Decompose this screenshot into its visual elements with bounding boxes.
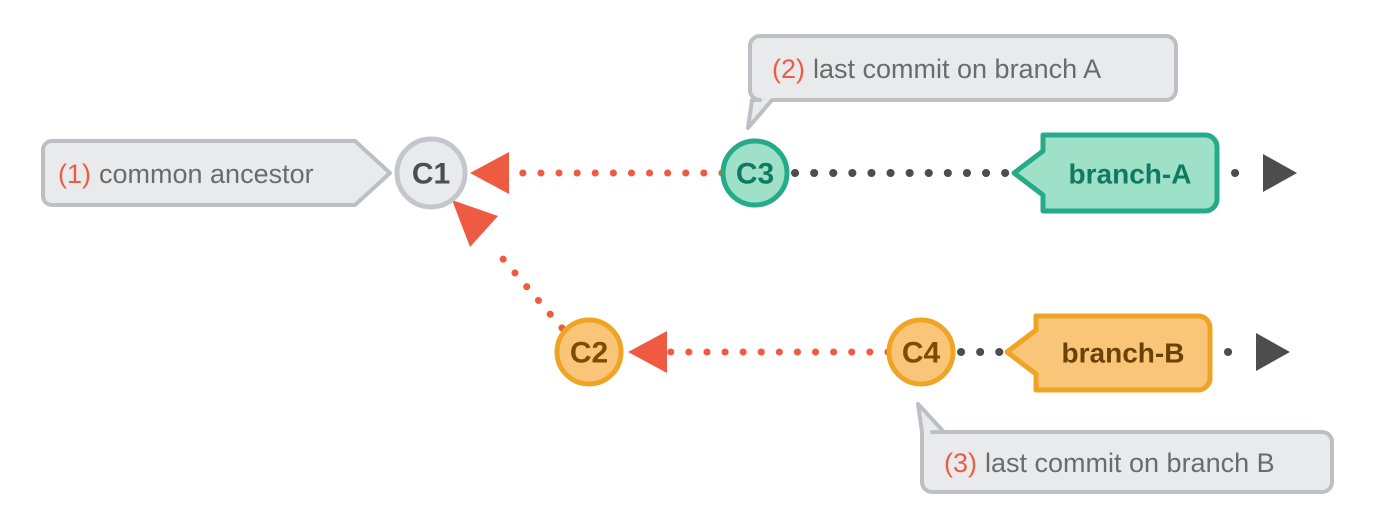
callout-bubble-1 [41,139,392,207]
edge-c3-to-c1-arrowhead [470,152,509,194]
branch-tag-b-shape [1004,313,1213,393]
callout-bubble-2 [746,34,1178,130]
commit-node-c1[interactable]: C1 [394,136,468,210]
edge-branch-a-continues [1231,154,1297,192]
branch-tag-a-shape [1011,132,1220,214]
commit-c3-label: C3 [736,158,774,191]
commit-node-c2[interactable]: C2 [554,317,624,387]
commit-c4-label: C4 [902,337,941,370]
commit-c1-circle [394,136,468,210]
callout-1-text-group: (1) common ancestor [58,159,314,189]
commit-c3-circle [720,138,790,208]
commit-c1-label: C1 [412,158,450,191]
callout-3-number: (3) [944,448,977,478]
edge-c2-to-c1-arrowhead [452,200,498,247]
callout-bubble-3 [916,402,1334,494]
edge-branch-b-continues [1224,333,1290,371]
edge-branch-b-continues-arrowhead [1256,333,1290,371]
callout-2-number: (2) [772,54,805,84]
commit-c4-circle [886,317,956,387]
callout-common-ancestor: (1) common ancestor [41,139,392,207]
edge-c4-to-c2-arrowhead [628,331,667,373]
callout-1-number: (1) [58,159,91,189]
edge-c4-to-c2 [628,331,892,373]
edge-c3-to-c1 [470,152,726,194]
commit-node-c4[interactable]: C4 [886,317,956,387]
callout-2-text-group: (2) last commit on branch A [772,54,1101,84]
commit-c2-label: C2 [570,337,608,370]
branch-tag-b-label: branch-B [1062,338,1185,369]
callout-last-commit-branch-a: (2) last commit on branch A [746,34,1178,130]
branch-tag-branch-a[interactable]: branch-A [1011,132,1220,214]
callout-2-label: last commit on branch A [813,54,1101,84]
callout-3-text-group: (3) last commit on branch B [944,448,1275,478]
callout-1-label: common ancestor [99,159,314,189]
branch-tag-branch-b[interactable]: branch-B [1004,313,1213,393]
commit-node-c3[interactable]: C3 [720,138,790,208]
callout-last-commit-branch-b: (3) last commit on branch B [916,402,1334,494]
edge-c2-to-c1-line [488,242,566,332]
branch-tag-a-label: branch-A [1069,159,1192,190]
edge-c2-to-c1 [452,200,566,332]
callout-3-label: last commit on branch B [985,448,1275,478]
edge-branch-a-continues-arrowhead [1263,154,1297,192]
commit-c2-circle [554,317,624,387]
